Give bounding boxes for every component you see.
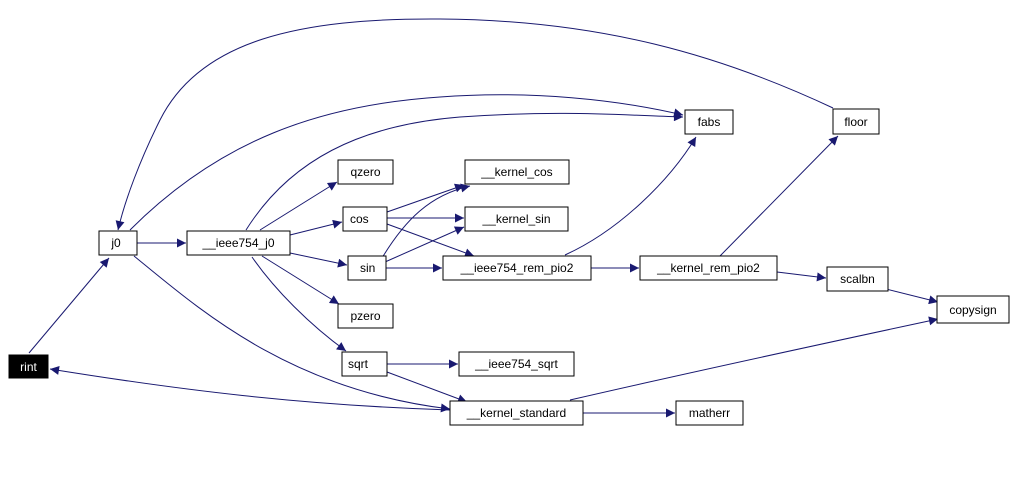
- edge-kernel-rem-pio2-to-scalbn: [776, 271, 827, 282]
- node-sqrt-label: sqrt: [348, 357, 369, 371]
- node-kernel-cos[interactable]: __kernel_cos: [464, 159, 570, 185]
- node-sin-label: sin: [360, 261, 375, 275]
- edge-ieee754-j0-to-fabs: [245, 112, 684, 231]
- node-qzero[interactable]: qzero: [337, 159, 394, 185]
- node-fabs-label: fabs: [698, 115, 721, 129]
- node-sin[interactable]: sin: [347, 255, 387, 281]
- edge-scalbn-to-copysign: [881, 287, 939, 305]
- edge-layer: [28, 18, 939, 418]
- node-rint-label: rint: [20, 360, 37, 374]
- node-fabs[interactable]: fabs: [684, 109, 734, 135]
- edge-ieee754-j0-to-sin: [289, 252, 348, 268]
- node-ieee754-sqrt[interactable]: __ieee754_sqrt: [458, 351, 575, 377]
- node-ieee754-rem-pio2-label: __ieee754_rem_pio2: [460, 261, 574, 275]
- edge-sin-to-kernel-sin: [384, 226, 465, 263]
- node-matherr-label: matherr: [689, 406, 730, 420]
- edge-cos-to-kernel-cos: [386, 183, 465, 213]
- edge-kernel-standard-to-rint: [49, 365, 451, 411]
- edge-ieee754-rem-pio2-to-fabs: [564, 136, 697, 256]
- edge-j0-to-kernel-standard: [133, 255, 451, 413]
- node-kernel-sin[interactable]: __kernel_sin: [464, 206, 569, 232]
- edge-ieee754-j0-to-pzero: [261, 255, 340, 305]
- edge-ieee754-j0-to-cos: [289, 219, 343, 236]
- edge-kernel-standard-to-copysign: [569, 316, 939, 401]
- node-j0[interactable]: j0: [98, 230, 138, 256]
- node-matherr[interactable]: matherr: [675, 400, 744, 426]
- node-layer: rint j0 __ieee754_j0 qzero cos sin pzero: [8, 108, 1010, 426]
- node-cos-label: cos: [350, 212, 369, 226]
- node-scalbn[interactable]: scalbn: [826, 266, 889, 292]
- node-kernel-standard-label: __kernel_standard: [466, 406, 566, 420]
- node-copysign-label: copysign: [949, 303, 996, 317]
- node-pzero-label: pzero: [350, 309, 380, 323]
- node-kernel-sin-label: __kernel_sin: [481, 212, 550, 226]
- edge-j0-to-fabs: [129, 94, 684, 231]
- edge-rint-to-j0: [28, 257, 110, 354]
- edge-floor-to-j0: [115, 18, 834, 231]
- node-j0-label: j0: [110, 236, 121, 250]
- edge-sin-to-kernel-cos: [381, 183, 471, 259]
- node-qzero-label: qzero: [350, 165, 380, 179]
- node-ieee754-sqrt-label: __ieee754_sqrt: [474, 357, 558, 371]
- edge-ieee754-j0-to-qzero: [259, 181, 338, 231]
- node-pzero[interactable]: pzero: [337, 303, 394, 329]
- edge-kernel-rem-pio2-to-floor: [719, 135, 839, 257]
- edge-sqrt-to-kernel-standard: [386, 371, 468, 404]
- node-kernel-standard[interactable]: __kernel_standard: [449, 400, 584, 426]
- edge-ieee754-j0-to-sqrt: [251, 256, 347, 352]
- node-floor-label: floor: [844, 115, 867, 129]
- node-ieee754-j0-label: __ieee754_j0: [201, 236, 274, 250]
- node-ieee754-rem-pio2[interactable]: __ieee754_rem_pio2: [442, 255, 592, 281]
- node-kernel-cos-label: __kernel_cos: [480, 165, 552, 179]
- node-kernel-rem-pio2-label: __kernel_rem_pio2: [656, 261, 760, 275]
- node-sqrt[interactable]: sqrt: [341, 351, 388, 377]
- node-scalbn-label: scalbn: [840, 272, 875, 286]
- node-rint[interactable]: rint: [8, 354, 49, 379]
- node-cos[interactable]: cos: [342, 206, 388, 232]
- node-copysign[interactable]: copysign: [936, 295, 1010, 324]
- node-ieee754-j0[interactable]: __ieee754_j0: [186, 230, 291, 256]
- node-kernel-rem-pio2[interactable]: __kernel_rem_pio2: [639, 255, 778, 281]
- node-floor[interactable]: floor: [832, 108, 880, 135]
